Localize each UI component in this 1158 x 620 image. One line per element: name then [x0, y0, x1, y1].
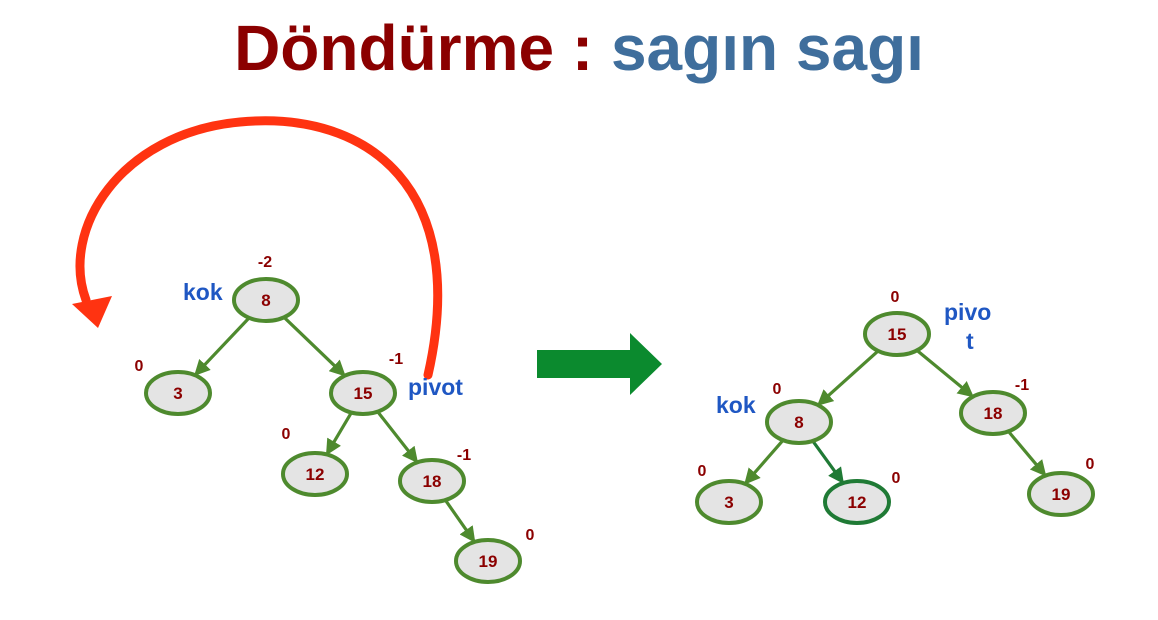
- node-ellipse: [765, 399, 833, 445]
- node-ellipse: [695, 479, 763, 525]
- title-part-1: Döndürme :: [234, 12, 611, 84]
- balance-factor: -2: [258, 254, 272, 271]
- before-edge-8-3: [194, 316, 251, 377]
- balance-factor: -1: [1015, 377, 1029, 394]
- before-edge-15-12: [325, 411, 353, 456]
- node-value: 18: [423, 472, 442, 491]
- node-ellipse: [863, 311, 931, 357]
- transform-arrow: [537, 333, 662, 395]
- balance-factor: 0: [698, 463, 707, 480]
- rotation-arrow: [75, 116, 443, 380]
- balance-factor: 0: [526, 527, 535, 544]
- title-part-2: sagın sagı: [610, 12, 924, 84]
- balance-factor: 0: [1086, 456, 1095, 473]
- before-edge-15-18: [376, 410, 419, 464]
- rotation-arrow-head: [72, 296, 112, 328]
- before-node-3: 30: [135, 358, 212, 416]
- node-ellipse: [232, 277, 300, 323]
- node-ellipse: [823, 479, 891, 525]
- after-node-15: 15 0: [863, 289, 931, 357]
- balance-factor: 0: [773, 381, 782, 398]
- node-ellipse: [329, 370, 397, 416]
- node-ellipse: [281, 451, 349, 497]
- after-edge-15-18: [915, 349, 974, 398]
- node-value: 15: [354, 384, 373, 403]
- before-node-8: 8 -2: [232, 254, 300, 323]
- after-node-19: 19 0: [1027, 456, 1095, 517]
- node-ellipse: [454, 538, 522, 584]
- before-node-18: 18 -1: [398, 447, 471, 504]
- node-value: 12: [306, 465, 325, 484]
- after-edge-15-8: [816, 349, 880, 406]
- slide-title: Döndürme : sagın sagı: [0, 8, 1158, 88]
- balance-factor: 0: [282, 426, 291, 443]
- node-ellipse: [959, 390, 1027, 436]
- after-edge-8-12: [811, 440, 844, 485]
- node-value: 8: [261, 291, 270, 310]
- balance-factor: 0: [892, 470, 901, 487]
- after-node-3: 30: [695, 463, 763, 525]
- node-ellipse: [398, 458, 466, 504]
- node-value: 12: [848, 493, 867, 512]
- node-ellipse: [1027, 471, 1095, 517]
- after-node-8: 80: [765, 381, 833, 445]
- before-label-pivot: pivot: [408, 374, 463, 400]
- after-node-18: 18 -1: [959, 377, 1029, 436]
- balance-factor: -1: [457, 447, 471, 464]
- node-value: 3: [724, 493, 733, 512]
- node-value: 19: [1052, 485, 1071, 504]
- after-edge-18-19: [1007, 430, 1047, 477]
- after-node-12: 12 0: [823, 470, 901, 525]
- balance-factor: 0: [135, 358, 144, 375]
- node-value: 19: [479, 552, 498, 571]
- after-label-kok: kok: [716, 392, 756, 418]
- node-ellipse: [144, 370, 212, 416]
- node-value: 3: [173, 384, 182, 403]
- before-edge-8-15: [282, 316, 346, 377]
- before-node-19: 19 0: [454, 527, 535, 584]
- before-label-kok: kok: [183, 279, 223, 305]
- before-node-15: 15 -1: [329, 351, 403, 416]
- before-edge-18-19: [444, 499, 476, 543]
- node-value: 8: [794, 413, 803, 432]
- before-node-12: 12 0: [281, 426, 349, 497]
- node-value: 15: [888, 325, 907, 344]
- balance-factor: -1: [389, 351, 403, 368]
- after-edge-8-3: [744, 439, 785, 485]
- balance-factor: 0: [891, 289, 900, 306]
- node-value: 18: [984, 404, 1003, 423]
